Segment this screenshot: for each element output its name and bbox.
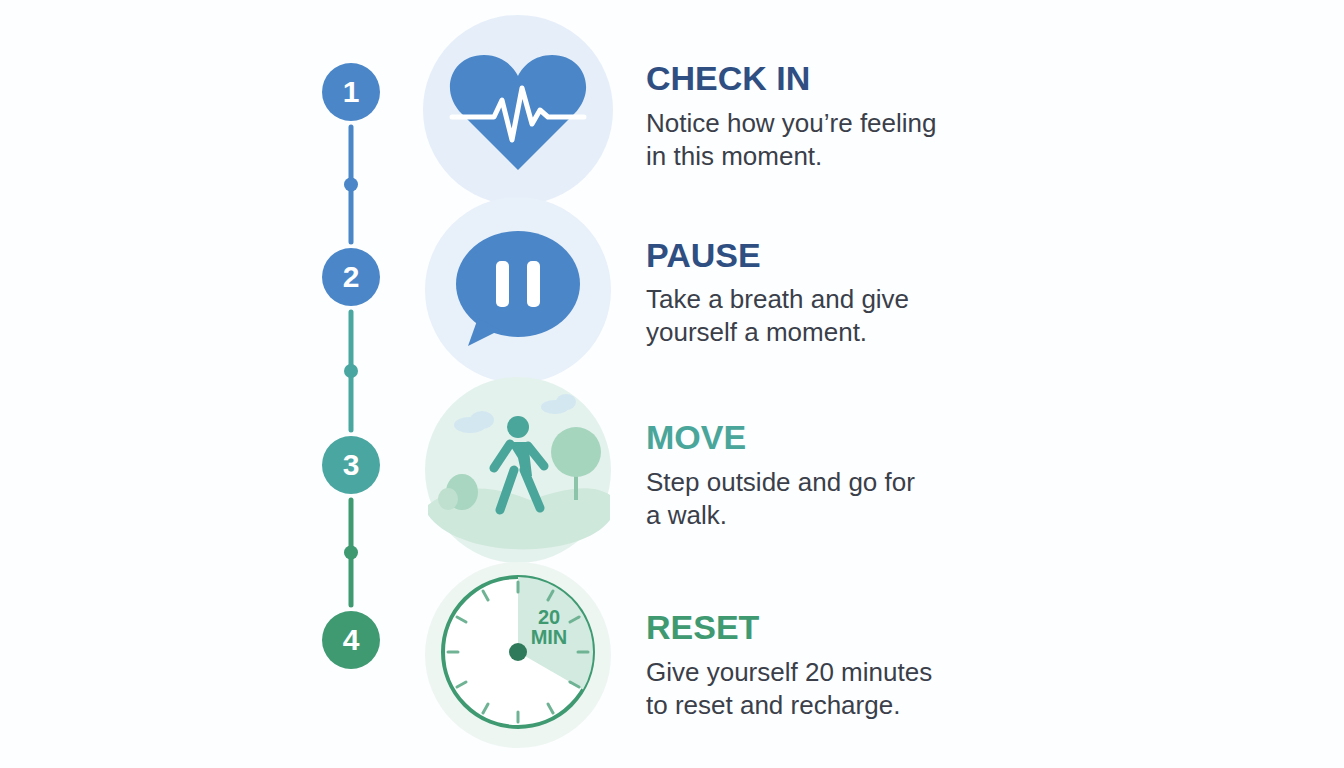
step-number-text: 3	[343, 448, 360, 482]
step-heading: RESET	[646, 607, 966, 647]
step-heading: PAUSE	[646, 235, 966, 275]
speech-bubble	[456, 231, 580, 337]
step-heading: MOVE	[646, 417, 966, 457]
step-connector	[344, 500, 358, 605]
step-number: 2	[322, 248, 380, 306]
icon-backdrop	[425, 377, 611, 563]
step-connector	[344, 127, 358, 242]
icon-backdrop	[425, 562, 611, 748]
tree-crown	[551, 427, 601, 477]
icon-backdrop	[423, 15, 613, 205]
walker-head	[507, 416, 529, 438]
step-number: 1	[322, 63, 380, 121]
step-body: Give yourself 20 minutes to reset and re…	[646, 656, 946, 722]
step-body: Step outside and go for a walk.	[646, 466, 926, 532]
bush	[438, 488, 458, 510]
speech-bubble-tail	[468, 318, 500, 346]
hill	[428, 488, 610, 549]
walker-limbs	[494, 444, 544, 510]
clock-center	[509, 643, 527, 661]
pulse-line	[452, 88, 584, 140]
step-number-text: 4	[343, 623, 360, 657]
pause-bar	[527, 261, 540, 307]
clock-face	[443, 577, 593, 727]
cloud	[470, 411, 494, 429]
step-heading: CHECK IN	[646, 58, 966, 98]
clock-label: 20 MIN	[527, 607, 571, 647]
step-body: Take a breath and give yourself a moment…	[646, 283, 946, 349]
step-connector	[344, 312, 358, 430]
icon-backdrop	[425, 197, 611, 383]
step-number: 4	[322, 611, 380, 669]
pause-bar	[496, 261, 509, 307]
clock-ticks	[448, 582, 588, 722]
clock-wedge	[518, 577, 593, 690]
cloud	[556, 394, 576, 410]
connector-dot	[344, 364, 358, 378]
connector-dot	[344, 178, 358, 192]
step-number-text: 2	[343, 260, 360, 294]
step-number: 3	[322, 436, 380, 494]
step-number-text: 1	[343, 75, 360, 109]
step-body: Notice how you’re feeling in this moment…	[646, 107, 951, 173]
connector-dot	[344, 546, 358, 560]
heart-icon	[450, 55, 586, 170]
